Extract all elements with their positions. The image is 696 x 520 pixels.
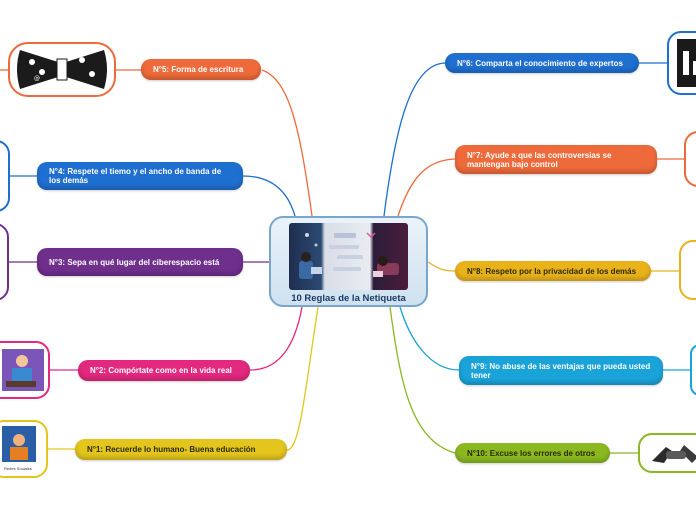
image-node-rule-3[interactable] (0, 223, 9, 301)
branch-rule-7-label: N°7: Ayude a que las controversias se ma… (467, 150, 612, 169)
branch-rule-3-label: N°3: Sepa en qué lugar del ciberespacio … (49, 257, 220, 267)
central-topic-image (289, 223, 408, 290)
branch-rule-8-label: N°8: Respeto por la privacidad de los de… (467, 266, 637, 276)
image-node-rule-6[interactable] (667, 31, 696, 95)
branch-rule-1[interactable]: N°1: Recuerde lo humano- Buena educación (75, 439, 287, 460)
social-networks-image (0, 426, 42, 472)
branch-rule-10[interactable]: N°10: Excuse los errores de otros (455, 443, 610, 463)
branch-rule-1-label: N°1: Recuerde lo humano- Buena educación (87, 445, 256, 454)
branch-rule-8[interactable]: N°8: Respeto por la privacidad de los de… (455, 261, 651, 281)
image-node-rule-5[interactable]: @ (8, 42, 116, 97)
image-node-rule-2[interactable] (0, 341, 50, 399)
branch-rule-2-label: N°2: Compórtate como en la vida real (90, 366, 232, 375)
branch-rule-3[interactable]: N°3: Sepa en qué lugar del ciberespacio … (37, 248, 243, 276)
expert-image (677, 39, 696, 87)
branch-rule-6-label: N°6: Comparta el conocimiento de experto… (457, 58, 623, 68)
bowtie-icons-image: @ (17, 50, 107, 89)
social-networks-caption: Redes Sociales (4, 466, 32, 471)
branch-rule-5-label: N°5: Forma de escritura (153, 65, 244, 74)
image-node-rule-1[interactable]: Redes Sociales (0, 420, 48, 478)
branch-rule-9[interactable]: N°9: No abuse de las ventajas que pueda … (459, 356, 663, 385)
branch-rule-9-label: N°9: No abuse de las ventajas que pueda … (471, 361, 651, 380)
people-laptops-illustration (299, 232, 399, 279)
image-node-rule-9[interactable] (690, 344, 696, 396)
branch-rule-7[interactable]: N°7: Ayude a que las controversias se ma… (455, 145, 657, 174)
office-worker-image (2, 349, 44, 391)
branch-rule-4-label: N°4: Respete el tiemo y el ancho de band… (49, 167, 222, 185)
image-node-rule-10[interactable] (638, 433, 696, 473)
handshake-image (652, 445, 696, 463)
central-topic-title: 10 Reglas de la Netiqueta (291, 293, 406, 304)
branch-rule-10-label: N°10: Excuse los errores de otros (467, 448, 596, 458)
svg-text:@: @ (34, 75, 40, 82)
central-topic[interactable]: 10 Reglas de la Netiqueta (269, 216, 428, 307)
image-node-rule-8[interactable] (679, 240, 696, 300)
image-node-rule-4[interactable] (0, 140, 10, 212)
branch-rule-4[interactable]: N°4: Respete el tiemo y el ancho de band… (37, 162, 243, 190)
image-node-rule-7[interactable] (684, 131, 696, 187)
branch-rule-5[interactable]: N°5: Forma de escritura (141, 59, 261, 80)
branch-rule-2[interactable]: N°2: Compórtate como en la vida real (78, 360, 250, 381)
branch-rule-6[interactable]: N°6: Comparta el conocimiento de experto… (445, 53, 639, 73)
